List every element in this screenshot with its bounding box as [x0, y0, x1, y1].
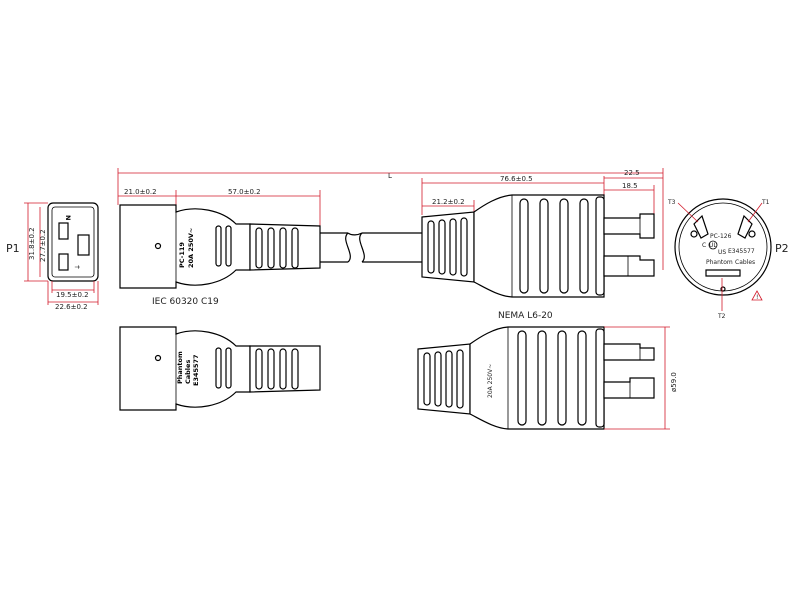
c19-bottom-rib2: [267, 348, 275, 390]
plug-bottom-rib1: [423, 352, 431, 406]
plug-bottom-view: NEMA L6-20 20A 250V~ ø59.0: [417, 311, 678, 430]
plug-face-t3: T3: [667, 199, 676, 206]
c19-bottom-text3: E345577: [192, 354, 200, 386]
label-p1: P1: [6, 242, 20, 255]
dim-318: 31.8±0.2: [28, 227, 36, 260]
c19-bottom-text2: Cables: [184, 360, 192, 384]
plug-face-view: P2 PC-126 C UL US E345577 Phantom Cables…: [667, 198, 789, 320]
dim-195: 19.5±0.2: [56, 291, 89, 299]
plug-face-rivet-b: [720, 286, 726, 292]
c19-top-rivet: [154, 242, 162, 250]
c19-top-grip2: [225, 225, 232, 267]
plug-top-body: [473, 194, 605, 298]
c19-bottom-rib4: [291, 348, 299, 390]
plug-bottom-band2: [537, 330, 547, 426]
plug-bottom-blade2: [603, 377, 655, 399]
plug-face-t1: T1: [761, 199, 770, 206]
plug-bottom-band4: [577, 330, 587, 426]
c19-bottom-view: Phantom Cables E345577: [119, 326, 321, 411]
c19-bottom-rib1: [255, 348, 263, 390]
c19-slot-bottom: [58, 253, 69, 271]
c19-top-rib2: [267, 227, 275, 269]
c19-top-view: 21.0±0.2 57.0±0.2 PC-119 20A 250V~ IEC 6…: [118, 188, 321, 307]
cable-break-arc: [347, 232, 363, 236]
c19-top-text1: PC-119: [178, 242, 186, 268]
c19-top-rib3: [279, 227, 287, 269]
plug-bottom-band1: [517, 330, 527, 426]
c19-bottom-rib3: [279, 348, 287, 390]
plug-top-blade1: [603, 213, 655, 239]
plug-face-cert: E345577: [728, 248, 755, 255]
c19-face-n: N: [64, 215, 72, 220]
c19-bottom-grip2: [225, 347, 232, 389]
c19-face-inner: [51, 206, 95, 278]
plug-face-t2: T2: [717, 313, 726, 320]
cable: [320, 232, 422, 263]
warning-icon: [751, 290, 763, 301]
plug-face-brand2: Cables: [735, 259, 755, 266]
dim-226: 22.6±0.2: [55, 303, 88, 311]
c19-face-outline: [47, 202, 99, 282]
c19-top-grip1: [215, 225, 222, 267]
plug-top-view: 76.6±0.5 21.2±0.2 22.5 18.5: [421, 169, 663, 298]
leader-t1: [747, 202, 763, 223]
c19-face-mark: ⏚: [75, 264, 82, 270]
c19-top-rib1: [255, 227, 263, 269]
c19-top-text2: 20A 250V~: [187, 228, 195, 268]
leader-t3: [677, 202, 699, 223]
overall-length-dim: L: [117, 168, 664, 270]
plug-bottom-rib4: [456, 349, 464, 409]
c19-bottom-rivet: [154, 354, 162, 362]
plug-face-c: C: [702, 242, 706, 249]
plug-bottom-band3: [557, 330, 567, 426]
dim-225: 22.5: [624, 169, 640, 177]
plug-bottom-rib3: [445, 350, 453, 408]
dim-L: L: [388, 172, 392, 180]
c19-top-rib4: [291, 227, 299, 269]
c19-bottom-text1: Phantom: [176, 351, 184, 384]
plug-top-band2: [539, 198, 549, 294]
dim-277: 27.7±0.2: [39, 229, 47, 262]
c19-slot-top: [58, 222, 69, 240]
plug-top-rib3: [449, 218, 457, 276]
plug-top-face: [595, 196, 605, 296]
plug-top-band4: [579, 198, 589, 294]
plug-top-band1: [519, 198, 529, 294]
label-nema: NEMA L6-20: [498, 311, 553, 321]
plug-bottom-blade1: [603, 343, 655, 361]
plug-bottom-rating: 20A 250V~: [487, 364, 494, 398]
dim-766: 76.6±0.5: [500, 175, 533, 183]
label-p2: P2: [775, 242, 789, 255]
plug-face-brand1: Phantom: [706, 259, 733, 266]
c19-face-view: P1 N ⏚ 31.8±0.2 27.7±0.2 19.5±0.2 22.6±0…: [6, 202, 99, 311]
plug-top-blade2: [603, 255, 655, 277]
plug-top-rib2: [438, 219, 446, 275]
cable-break-l: [345, 232, 351, 263]
ul-mark-icon: [708, 240, 718, 250]
plug-face-ul: UL: [709, 242, 717, 249]
warning-icon-mark: !: [756, 294, 758, 301]
plug-face-blade-t2: [705, 269, 741, 277]
plug-top-rib4: [460, 217, 468, 277]
label-iec: IEC 60320 C19: [152, 297, 219, 307]
plug-face-us: US: [718, 249, 726, 256]
dim-185: 18.5: [622, 182, 638, 190]
dim-21: 21.0±0.2: [124, 188, 157, 196]
plug-top-band3: [559, 198, 569, 294]
plug-face-rivet-l: [690, 230, 698, 238]
dim-212: 21.2±0.2: [432, 198, 465, 206]
dim-590: ø59.0: [670, 372, 678, 392]
cable-break-r: [359, 232, 365, 263]
c19-slot-ground: [77, 234, 90, 256]
plug-bottom-face: [595, 328, 605, 428]
plug-face-rivet-r: [748, 230, 756, 238]
plug-top-rib1: [427, 220, 435, 274]
c19-bottom-grip1: [215, 347, 222, 389]
plug-face-model: PC-126: [710, 233, 732, 240]
plug-bottom-rib2: [434, 351, 442, 407]
dim-57: 57.0±0.2: [228, 188, 261, 196]
